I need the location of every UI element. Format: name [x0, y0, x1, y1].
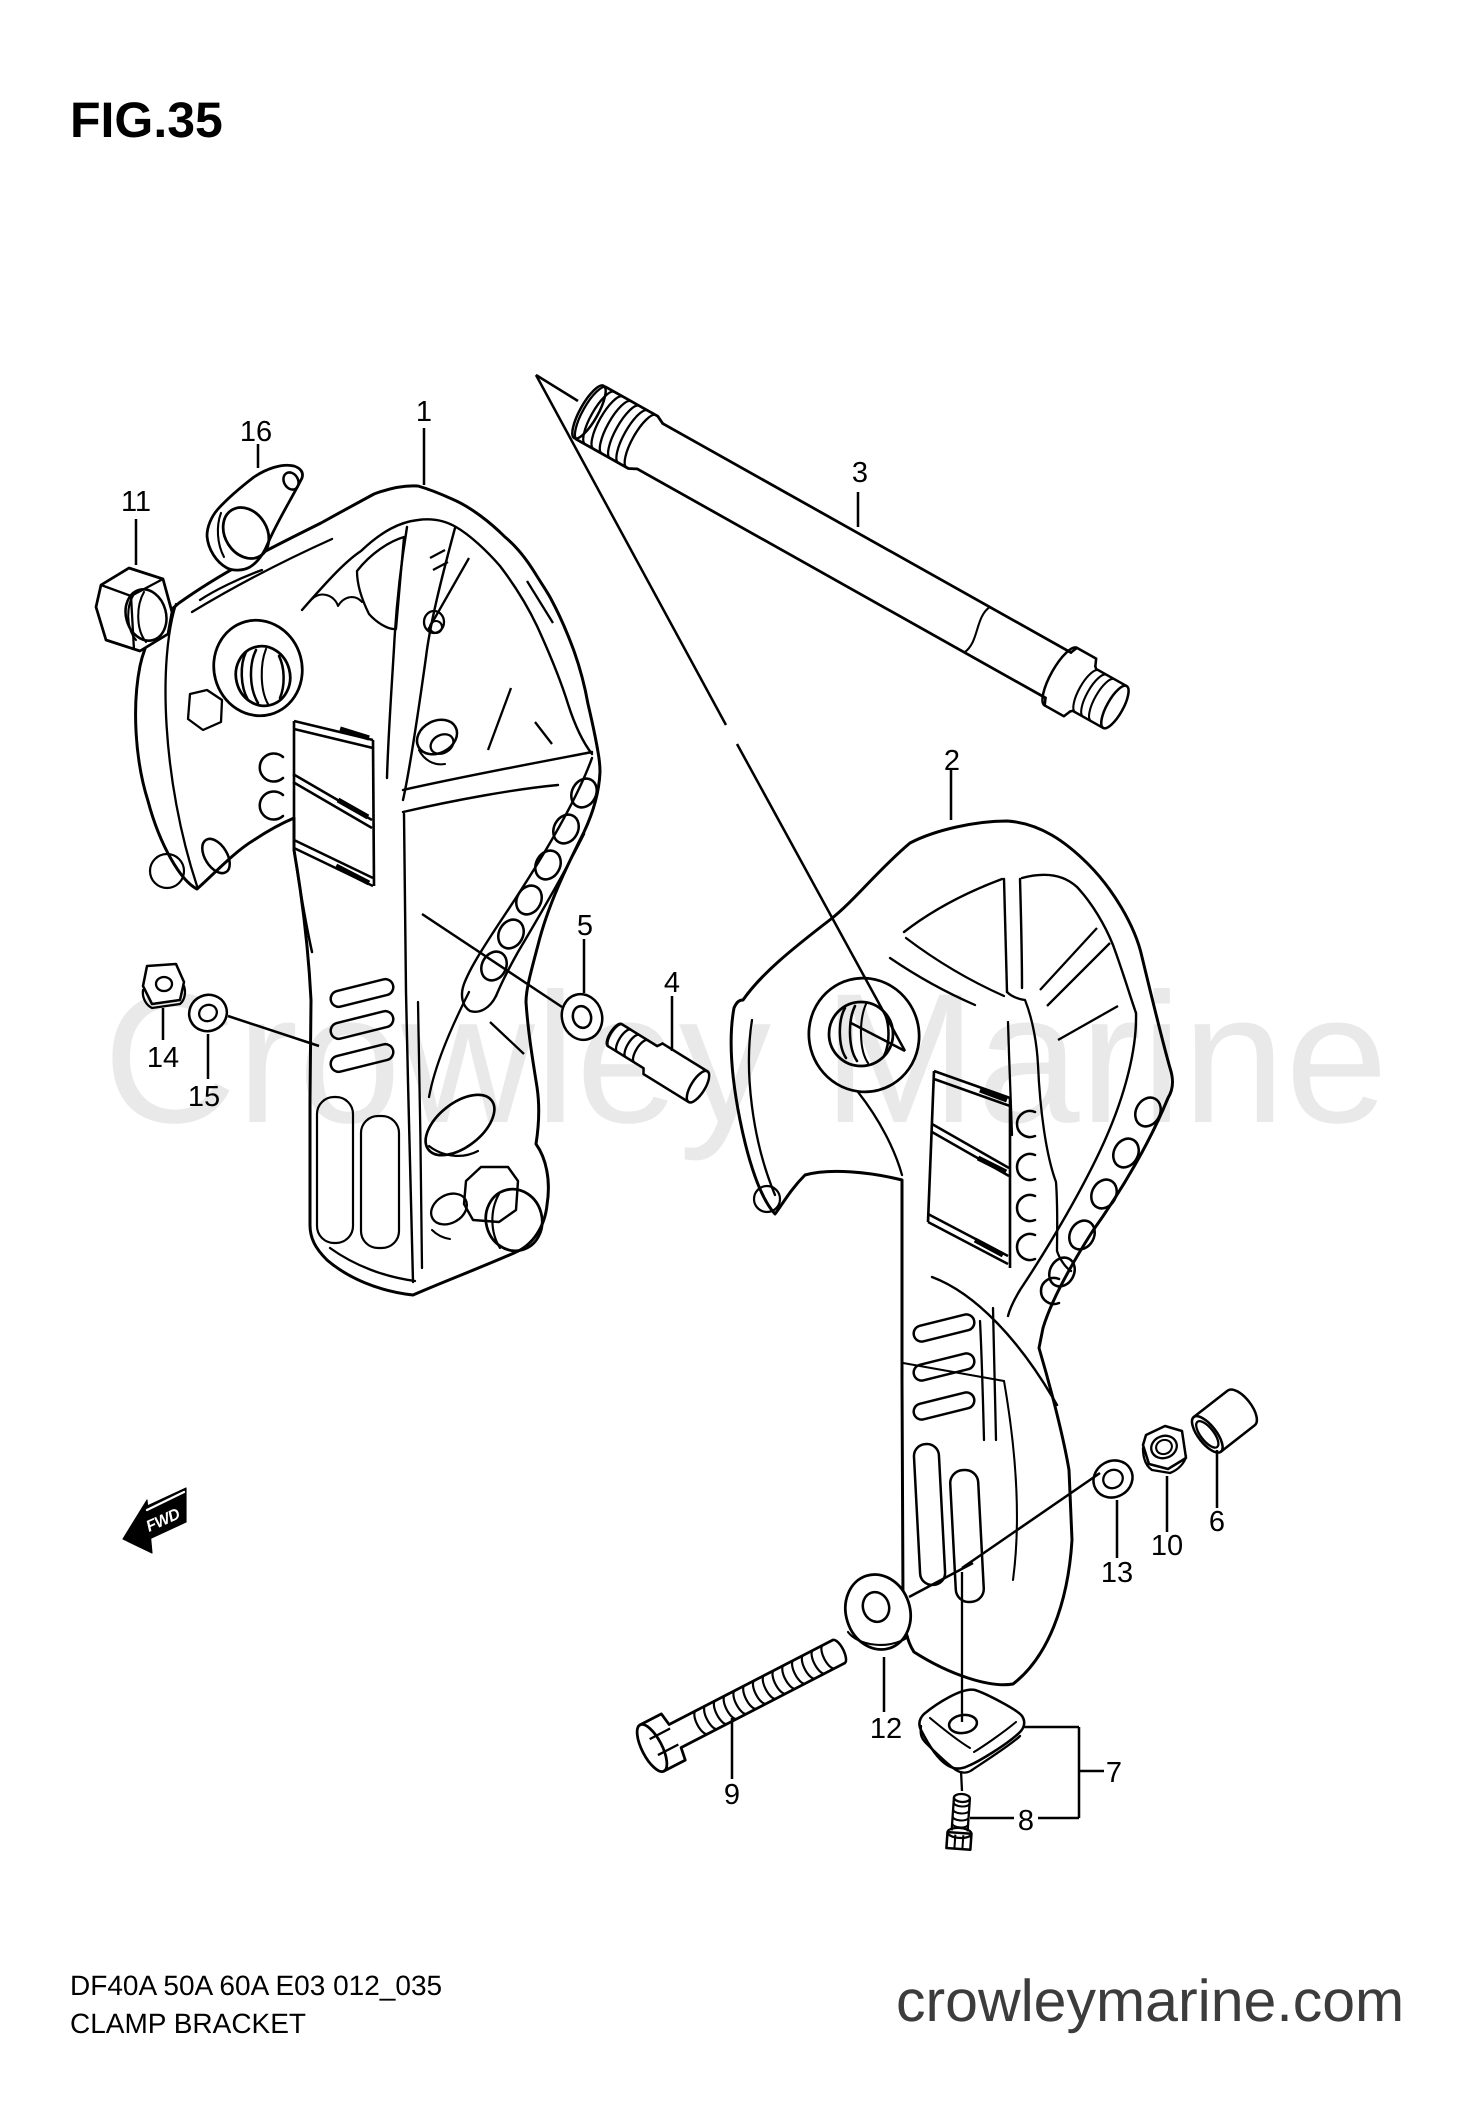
svg-text:4: 4 [664, 967, 680, 999]
svg-text:8: 8 [1018, 1805, 1034, 1837]
svg-text:Crowley Marine: Crowley Marine [103, 956, 1388, 1162]
svg-text:12: 12 [870, 1713, 902, 1745]
svg-text:7: 7 [1106, 1757, 1122, 1789]
svg-text:10: 10 [1151, 1530, 1183, 1562]
svg-text:15: 15 [188, 1081, 220, 1113]
svg-text:14: 14 [147, 1042, 179, 1074]
svg-text:DF40A 50A 60A E03 012_035: DF40A 50A 60A E03 012_035 [70, 1970, 442, 2001]
svg-text:CLAMP BRACKET: CLAMP BRACKET [70, 2008, 306, 2039]
svg-text:2: 2 [944, 745, 960, 777]
svg-text:5: 5 [577, 910, 593, 942]
svg-text:16: 16 [240, 416, 272, 448]
svg-text:6: 6 [1209, 1506, 1225, 1538]
svg-text:11: 11 [121, 486, 151, 518]
svg-text:crowleymarine.com: crowleymarine.com [896, 1968, 1404, 2034]
svg-text:FIG.35: FIG.35 [70, 92, 223, 148]
svg-text:9: 9 [724, 1779, 740, 1811]
svg-text:3: 3 [852, 457, 868, 489]
svg-text:13: 13 [1101, 1557, 1133, 1589]
svg-text:1: 1 [416, 396, 432, 428]
